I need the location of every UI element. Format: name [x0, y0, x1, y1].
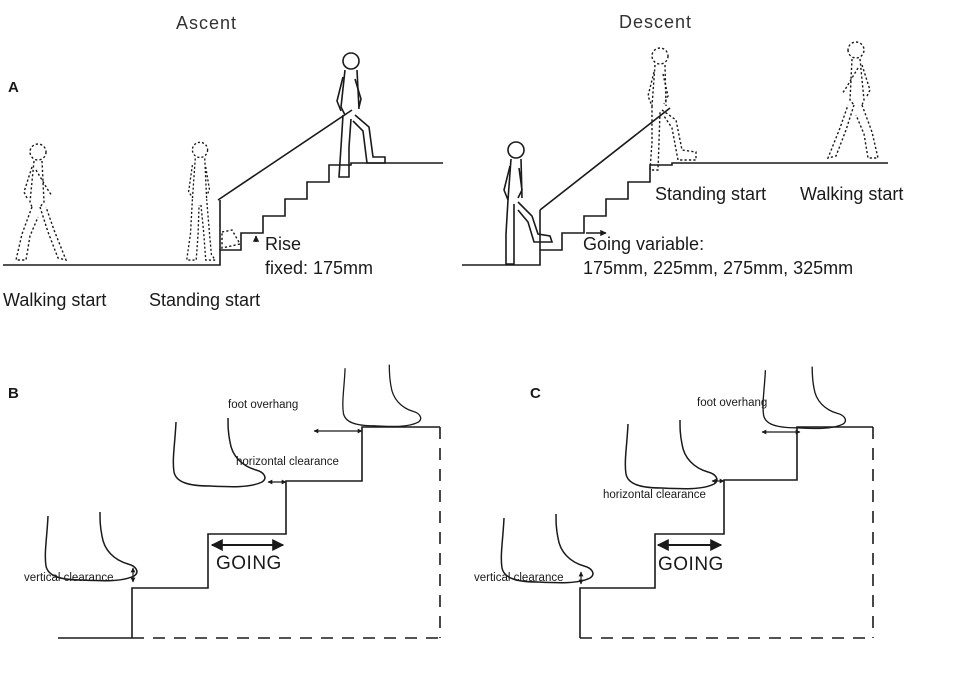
ascent-heading: Ascent: [176, 13, 238, 33]
descent-heading: Descent: [619, 12, 693, 32]
panel-label-c: C: [530, 385, 541, 402]
b-foot-overhang-label: foot overhang: [228, 399, 299, 411]
descent-stair: [462, 107, 888, 266]
b-horizontal-clearance-label: horizontal clearance: [236, 456, 339, 468]
panel-c-stair: [579, 426, 874, 639]
panel-label-a: A: [8, 79, 19, 96]
descent-walking-start-label: Walking start: [800, 184, 904, 204]
ascent-walking-start-label: Walking start: [3, 290, 107, 310]
b-going-label: GOING: [216, 553, 282, 574]
c-foot-overhang-label: foot overhang: [697, 397, 768, 409]
panel-c-feet: [500, 365, 847, 584]
descent-standing-start-label: Standing start: [655, 184, 767, 204]
c-vertical-clearance-label: vertical clearance: [474, 572, 564, 584]
going-variable-values: 175mm, 225mm, 275mm, 325mm: [583, 258, 854, 278]
panel-label-b: B: [8, 385, 19, 402]
c-horizontal-clearance-label: horizontal clearance: [603, 489, 706, 501]
rise-label: Rise: [265, 234, 302, 254]
going-variable-label: Going variable:: [583, 234, 705, 254]
descent-dotted-figures: [647, 41, 879, 171]
panel-b-feet: [44, 363, 422, 582]
panel-b-stair: [58, 426, 441, 639]
ascent-standing-start-label: Standing start: [149, 290, 261, 310]
descent-solid-figure: [503, 141, 553, 265]
ascent-stair: [3, 109, 443, 266]
b-vertical-clearance-label: vertical clearance: [24, 572, 114, 584]
rise-value: fixed: 175mm: [265, 258, 374, 278]
ascent-solid-figure: [336, 52, 386, 178]
c-going-label: GOING: [658, 554, 724, 575]
ascent-dotted-figures: [15, 141, 216, 261]
